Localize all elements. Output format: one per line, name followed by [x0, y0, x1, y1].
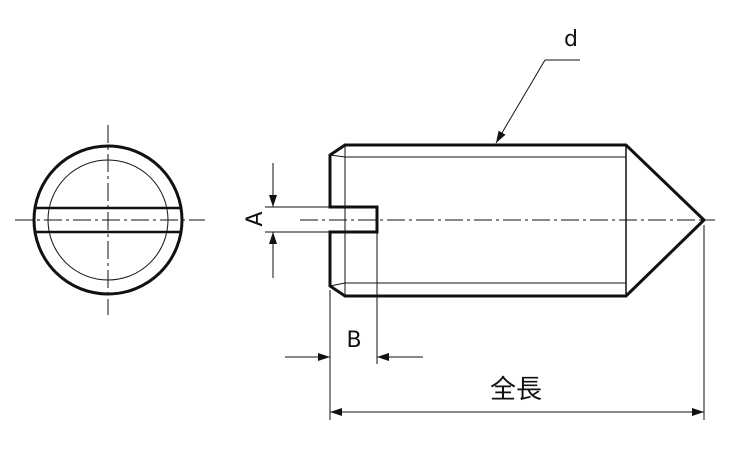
dimension-a: A: [243, 163, 330, 278]
end-view-thread-root-circle: [47, 159, 169, 281]
dimension-b-label: B: [346, 328, 361, 353]
dimension-d-label: d: [564, 27, 578, 52]
dimension-a-label: A: [243, 211, 268, 226]
side-view: [300, 143, 715, 298]
dimension-total-length-label: 全長: [490, 375, 542, 405]
end-view-outer-circle: [32, 144, 184, 296]
dimension-b: B: [285, 232, 423, 420]
dimension-d: d: [495, 27, 580, 144]
dimension-d-leader: [495, 59, 546, 144]
dimensions: A B 全長 d: [243, 27, 705, 420]
screw-body-outline: [328, 143, 707, 298]
chamfer-edge-top: [329, 154, 346, 158]
chamfer-edge-bottom: [329, 282, 346, 287]
end-view: [15, 125, 205, 315]
dimension-total-length: 全長: [330, 225, 705, 420]
